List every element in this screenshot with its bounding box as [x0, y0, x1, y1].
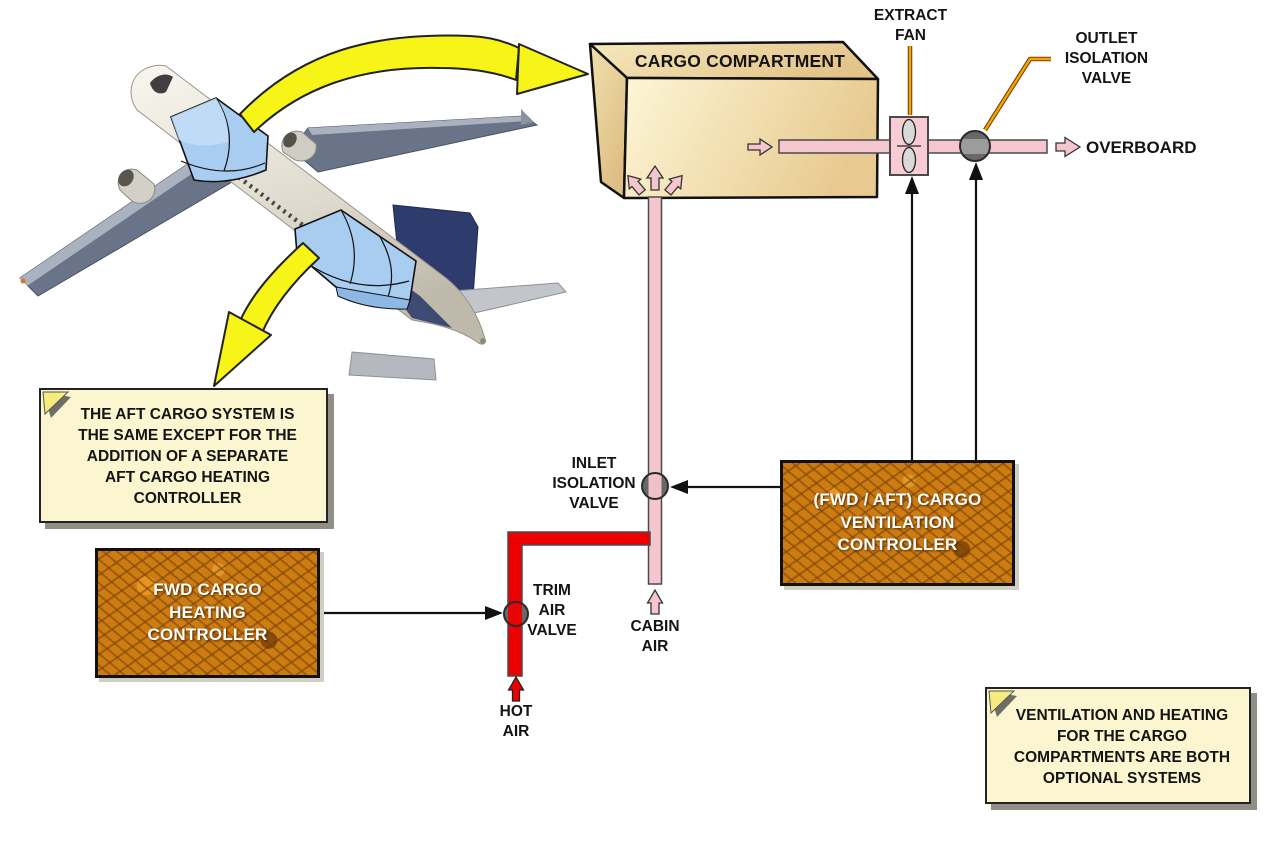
control-lines — [320, 178, 978, 615]
cargo-ventilation-controller-box: (FWD / AFT) CARGO VENTILATION CONTROLLER — [780, 460, 1015, 586]
inlet-isolation-valve-symbol — [641, 472, 669, 500]
cargo-ventilation-controller-label: (FWD / AFT) CARGO VENTILATION CONTROLLER — [813, 490, 982, 555]
hot-air-label: HOT AIR — [499, 703, 533, 740]
airplane-left-stabilizer — [348, 351, 437, 381]
flow-arrow-overboard — [1055, 136, 1082, 158]
callout-arrow-to-note — [213, 242, 320, 387]
wing-leading-edge — [20, 152, 212, 286]
overboard-label: OVERBOARD — [1086, 138, 1197, 157]
fwd-cargo-heating-controller-box: FWD CARGO HEATING CONTROLLER — [95, 548, 320, 678]
trim-air-valve-label: TRIM AIR VALVE — [527, 582, 577, 639]
cargo-compartment-label: CARGO COMPARTMENT — [634, 51, 846, 71]
outlet-isolation-valve-symbol — [959, 130, 991, 162]
aft-system-note-text: THE AFT CARGO SYSTEM IS THE SAME EXCEPT … — [78, 406, 297, 507]
wing-leading-edge — [308, 116, 527, 135]
note-folded-corner-icon — [988, 690, 1017, 717]
control-line-arrowheads — [485, 162, 983, 620]
flow-arrow-hot-air — [507, 675, 525, 702]
aft-system-note: THE AFT CARGO SYSTEM IS THE SAME EXCEPT … — [39, 388, 328, 523]
extract-fan-label: EXTRACT FAN — [873, 7, 948, 44]
optional-systems-note-text: VENTILATION AND HEATING FOR THE CARGO CO… — [1013, 706, 1231, 787]
note-folded-corner-icon — [42, 391, 71, 418]
flow-arrow-exhaust — [747, 137, 774, 157]
trim-air-valve-symbol — [503, 601, 529, 627]
inlet-isolation-valve-label: INLET ISOLATION VALVE — [552, 455, 636, 512]
leader-line-outlet-valve — [983, 56, 1051, 132]
cockpit-windows — [150, 74, 173, 94]
tail-cone — [480, 338, 486, 344]
cargo-compartment-box — [588, 40, 880, 200]
outlet-isolation-valve-label: OUTLET ISOLATION VALVE — [1064, 30, 1149, 87]
engine-intake — [118, 169, 134, 187]
winglet — [521, 109, 534, 125]
airplane-illustration — [19, 34, 589, 387]
aft-cargo-compartment-highlight — [294, 209, 417, 310]
hot-air-pipe — [507, 531, 651, 677]
callout-arrow-to-diagram — [239, 34, 589, 133]
flow-arrows-air-spray — [627, 164, 683, 196]
engine-intake — [283, 132, 297, 148]
fwd-cargo-heating-controller-label: FWD CARGO HEATING CONTROLLER — [147, 580, 268, 645]
optional-systems-note: VENTILATION AND HEATING FOR THE CARGO CO… — [985, 687, 1251, 804]
cabin-air-supply-pipe — [647, 196, 663, 585]
flow-arrow-cabin-air — [646, 588, 664, 615]
cabin-air-label: CABIN AIR — [630, 618, 680, 655]
extract-fan-symbol — [889, 116, 929, 176]
wingtip-light — [20, 278, 26, 284]
